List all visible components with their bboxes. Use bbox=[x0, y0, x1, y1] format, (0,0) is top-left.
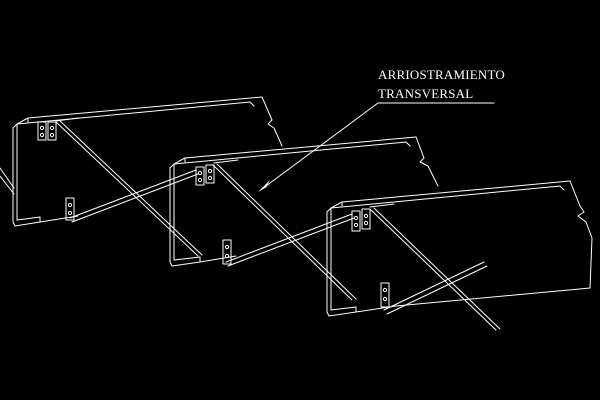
purlin-left bbox=[12, 96, 283, 227]
purlin-left-bottom-clip bbox=[65, 197, 75, 221]
purlin-center-top-clip bbox=[195, 159, 239, 186]
label-line-2: TRANSVERSAL bbox=[378, 86, 473, 101]
purlin-center-bottom-clip bbox=[222, 239, 232, 265]
leader-arrowhead bbox=[258, 180, 272, 192]
purlin-right-top-clip bbox=[351, 203, 395, 232]
label-line-1: ARRIOSTRAMIENTO bbox=[378, 67, 505, 82]
label-leader bbox=[265, 102, 495, 187]
purlin-right bbox=[326, 180, 593, 317]
purlin-left-top-clip bbox=[37, 117, 79, 141]
bracing-rods bbox=[0, 120, 501, 331]
purlin-right-bottom-clip bbox=[380, 282, 390, 308]
purlin-center bbox=[169, 136, 439, 267]
